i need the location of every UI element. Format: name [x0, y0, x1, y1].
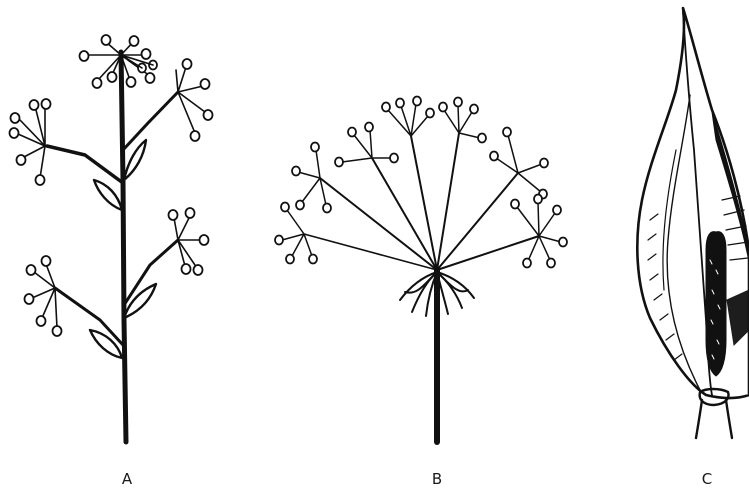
branch: [123, 92, 178, 150]
flower-cluster: [292, 143, 331, 213]
raceme-inflorescence-icon: [10, 35, 213, 442]
umbel-rays: [304, 133, 539, 270]
label-a: A: [122, 470, 132, 488]
umbel-inflorescence-icon: [275, 97, 567, 443]
flower-cluster: [80, 35, 158, 88]
flower-cluster: [10, 99, 51, 185]
flower-cluster: [511, 195, 567, 268]
label-b: B: [432, 470, 442, 488]
flower-cluster: [335, 123, 398, 167]
flower-cluster: [25, 256, 62, 336]
spadix: [706, 232, 726, 376]
bract: [90, 330, 122, 358]
flower-cluster: [275, 203, 317, 264]
bract: [94, 180, 122, 210]
flower-cluster: [490, 128, 548, 199]
flower-cluster: [176, 59, 213, 141]
spathe-spadix-icon: [637, 8, 749, 438]
spathe: [637, 8, 749, 398]
branch: [47, 146, 123, 183]
flower-cluster: [439, 98, 486, 143]
bract: [124, 284, 156, 318]
flower-cluster: [382, 97, 434, 137]
main-stem: [121, 52, 126, 442]
label-c: C: [702, 470, 712, 488]
branch: [55, 288, 123, 345]
